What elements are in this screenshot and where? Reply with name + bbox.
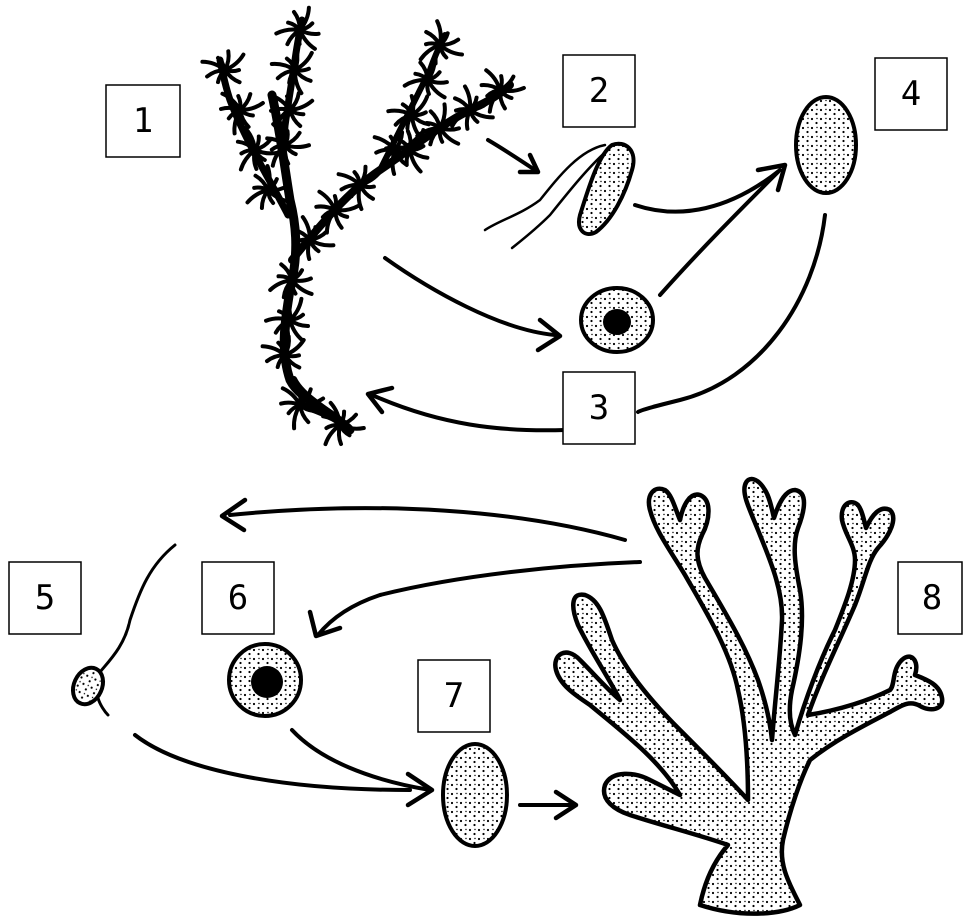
oval-spore-4 xyxy=(796,97,856,193)
label-8: 8 xyxy=(898,562,962,634)
flagellate-gamete-5 xyxy=(67,545,175,715)
svg-text:3: 3 xyxy=(589,388,609,428)
svg-text:7: 7 xyxy=(444,676,464,716)
svg-text:2: 2 xyxy=(589,71,609,111)
svg-text:8: 8 xyxy=(922,578,942,618)
whorl-leaflet xyxy=(388,111,412,115)
label-1: 1 xyxy=(106,85,180,157)
label-2: 2 xyxy=(563,55,635,127)
oval-zygote-7 xyxy=(443,744,507,846)
whorl-leaflet xyxy=(268,166,270,190)
branched-seaweed-8 xyxy=(555,479,942,914)
nucleated-cell-top xyxy=(581,288,653,352)
label-5: 5 xyxy=(9,562,81,634)
branched-alga-plant-1 xyxy=(220,20,510,430)
nucleated-cell-6 xyxy=(229,644,301,716)
whorl-leaflet xyxy=(255,150,279,153)
label-3: 3 xyxy=(563,372,635,444)
label-4: 4 xyxy=(875,58,947,130)
svg-text:1: 1 xyxy=(133,101,153,141)
svg-text:6: 6 xyxy=(228,578,248,618)
label-7: 7 xyxy=(418,660,490,732)
alga-whorls xyxy=(202,8,524,444)
svg-text:5: 5 xyxy=(35,578,55,618)
flagellate-spore-2 xyxy=(485,144,634,248)
whorl-leaflet xyxy=(266,318,290,320)
label-6: 6 xyxy=(202,562,274,634)
svg-text:4: 4 xyxy=(901,74,921,114)
